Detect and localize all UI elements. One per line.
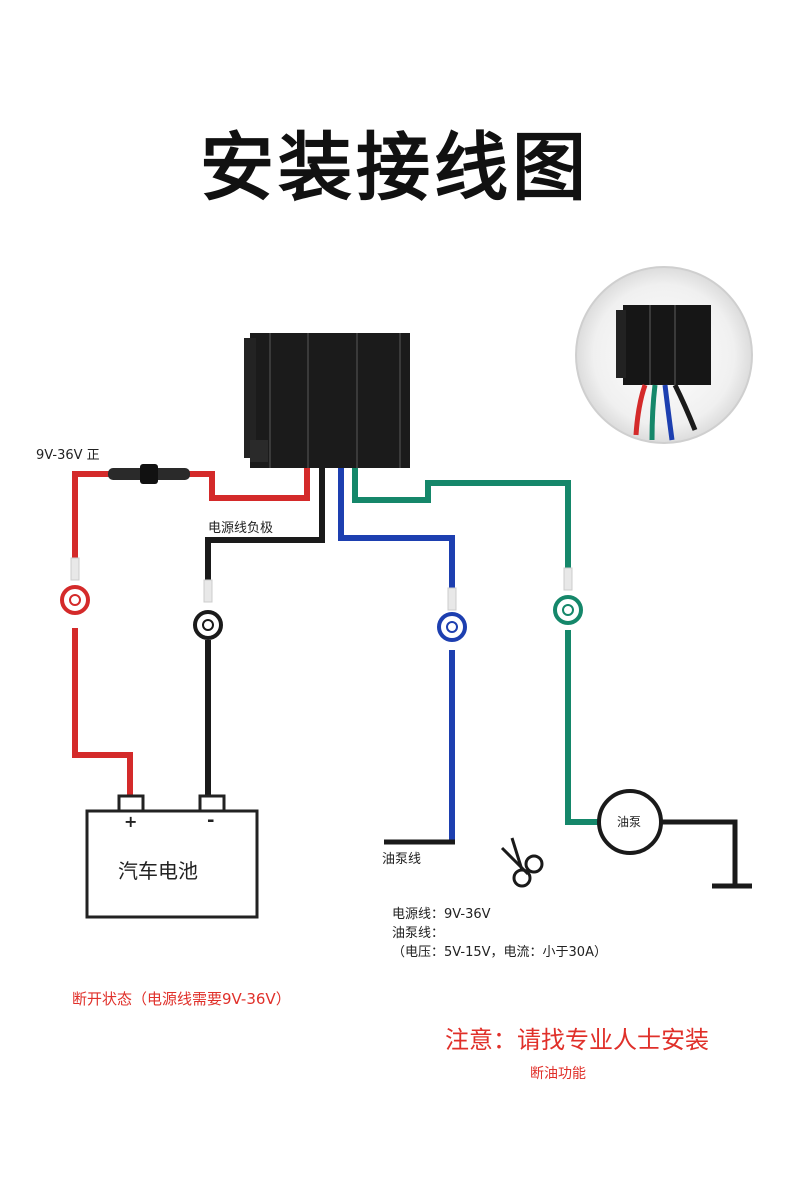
ground-symbol: [661, 819, 752, 889]
battery-minus: -: [207, 810, 215, 831]
green-ring-terminal: [553, 595, 583, 625]
red-power-wire: [72, 468, 310, 796]
spec-power: 电源线：9V-36V: [392, 907, 491, 922]
fuse: [108, 464, 190, 484]
relay-inset-photo: [575, 266, 753, 444]
positive-label: 9V-36V 正: [36, 448, 100, 463]
blue-ring-terminal: [437, 612, 467, 642]
page-title: 安装接线图: [200, 125, 590, 211]
spec-pump: 油泵线：: [392, 926, 445, 941]
scissors-icon: [500, 837, 544, 888]
battery-label: 汽车电池: [118, 859, 198, 883]
negative-label: 电源线负极: [208, 521, 274, 536]
black-ring-terminal: [193, 610, 223, 640]
off-state-note: 断开状态（电源线需要9V-36V）: [72, 990, 291, 1008]
pump-wire-label: 油泵线: [382, 852, 422, 867]
function-note: 断油功能: [530, 1066, 586, 1082]
black-ground-wire: [205, 468, 325, 796]
pump-label: 油泵: [617, 815, 642, 829]
wire-sleeves: [70, 557, 573, 611]
car-battery: [85, 794, 259, 919]
red-ring-terminal: [60, 585, 90, 615]
battery-plus: +: [124, 812, 138, 831]
green-pump-wire: [352, 468, 600, 825]
warning-note: 注意：请找专业人士安装: [445, 1026, 709, 1054]
spec-rating: （电压：5V-15V，电流：小于30A）: [392, 945, 607, 960]
relay-module: [244, 333, 410, 468]
blue-pump-wire: [338, 468, 455, 842]
spec-block: 电源线：9V-36V 油泵线： （电压：5V-15V，电流：小于30A）: [392, 905, 607, 962]
